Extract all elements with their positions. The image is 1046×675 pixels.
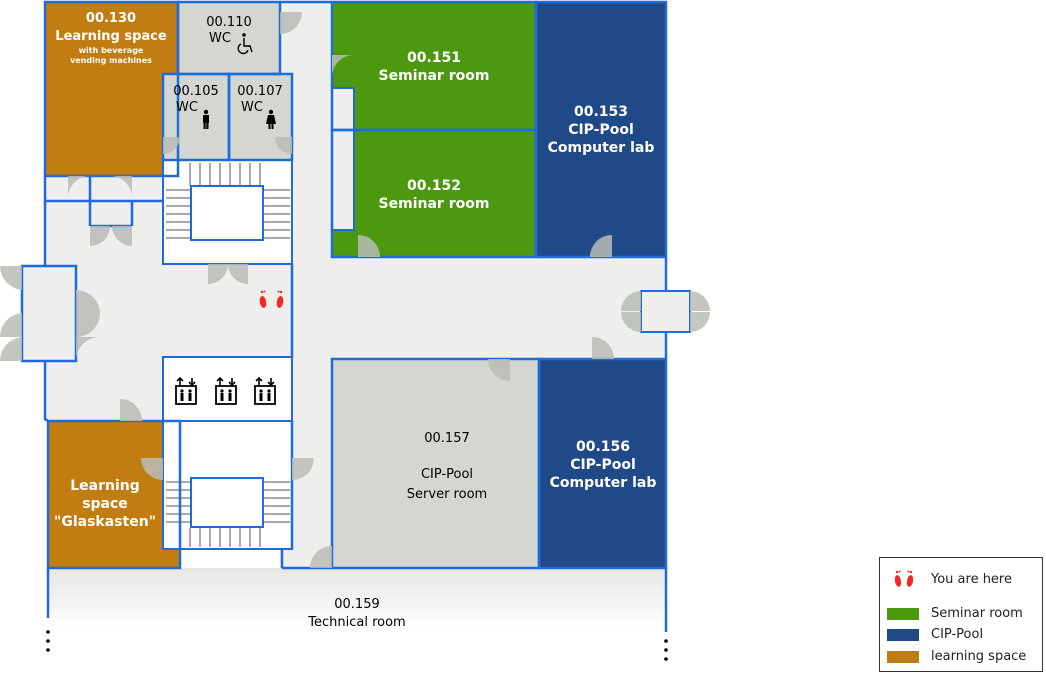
room-00-110[interactable] <box>178 2 280 74</box>
room-00-152-number: 00.152 <box>407 178 461 194</box>
room-00-151-number: 00.151 <box>407 50 461 66</box>
room-00-159-name: Technical room <box>307 615 405 630</box>
room-00-156-name-2: Computer lab <box>550 475 657 491</box>
footprints-icon <box>259 290 284 308</box>
glaskasten-line-3: "Glaskasten" <box>54 514 156 530</box>
legend-cip-pool: CIP-Pool <box>887 627 983 642</box>
legend-seminar: Seminar room <box>887 606 1023 621</box>
footprints-icon <box>894 570 914 587</box>
room-00-157-number: 00.157 <box>424 431 470 446</box>
glaskasten-line-1: Learning <box>70 478 140 494</box>
wheelchair-icon <box>237 33 253 55</box>
elevator-bank <box>162 356 293 422</box>
male-person-icon <box>203 109 209 129</box>
legend-seminar-swatch <box>887 607 919 620</box>
upper-stairwell <box>162 159 293 265</box>
room-00-151-name: Seminar room <box>379 68 490 84</box>
technical-room-area <box>48 568 666 628</box>
legend-you-are-here: You are here <box>887 567 1012 591</box>
room-00-110-label: WC <box>209 31 231 46</box>
legend-cip-pool-label: CIP-Pool <box>931 627 984 642</box>
doors <box>0 12 710 568</box>
walls <box>20 0 668 632</box>
room-00-156-number: 00.156 <box>576 439 630 455</box>
room-00-153-name-2: Computer lab <box>548 140 655 156</box>
room-00-130-note-1: with beverage <box>79 46 144 55</box>
seminar-niche <box>331 87 355 231</box>
glaskasten-line-2: space <box>82 496 128 512</box>
continuation-dots <box>46 630 668 661</box>
room-00-152[interactable] <box>332 130 536 257</box>
room-00-110-number: 00.110 <box>206 15 252 30</box>
room-glaskasten[interactable] <box>48 421 180 568</box>
room-00-156[interactable] <box>539 359 666 568</box>
room-00-159-number: 00.159 <box>334 597 380 612</box>
room-00-130[interactable] <box>45 2 178 176</box>
legend-learning-swatch <box>887 650 919 663</box>
room-00-151[interactable] <box>332 2 536 130</box>
room-00-130-name: Learning space <box>55 29 167 44</box>
room-00-105-number: 00.105 <box>173 84 219 99</box>
room-00-156-name-1: CIP-Pool <box>570 457 636 473</box>
room-00-153-number: 00.153 <box>574 104 628 120</box>
room-00-130-note-2: vending machines <box>70 56 152 65</box>
room-00-153[interactable] <box>536 2 666 257</box>
room-00-107-number: 00.107 <box>237 84 283 99</box>
legend-learning: learning space <box>887 649 1026 664</box>
legend-cip-pool-swatch <box>887 628 919 641</box>
room-00-107-label: WC <box>241 100 263 115</box>
lower-stairwell <box>162 420 293 550</box>
room-00-152-name: Seminar room <box>379 196 490 212</box>
room-00-157-name-1: CIP-Pool <box>421 467 473 482</box>
east-entrance[interactable] <box>640 290 691 333</box>
room-00-153-name-1: CIP-Pool <box>568 122 634 138</box>
legend-you-are-here-label: You are here <box>931 571 1012 587</box>
room-00-105-label: WC <box>176 100 198 115</box>
map-legend: You are here Seminar room CIP-Pool learn… <box>879 557 1043 672</box>
room-00-130-number: 00.130 <box>86 11 136 26</box>
room-00-157-name-2: Server room <box>407 487 487 502</box>
legend-learning-label: learning space <box>931 649 1027 664</box>
legend-seminar-label: Seminar room <box>931 606 1023 621</box>
female-person-icon <box>266 109 276 129</box>
room-00-157[interactable] <box>332 359 539 568</box>
